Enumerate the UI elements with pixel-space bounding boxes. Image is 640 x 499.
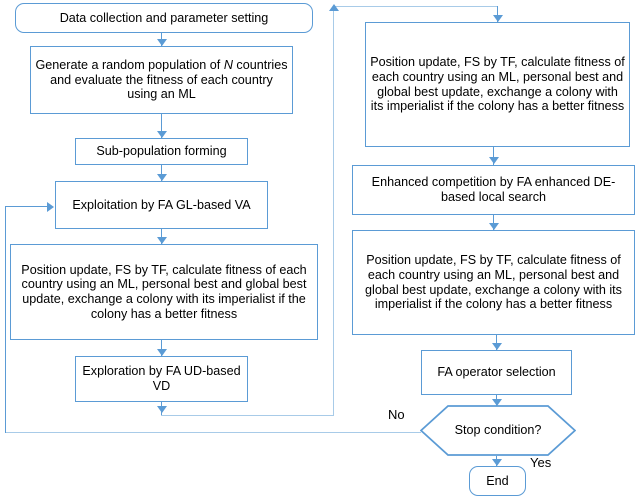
arrow-position-right-top-to-enhanced: [489, 157, 499, 164]
connector-inner-loop-riser: [333, 6, 335, 416]
connector-top-to-right-column: [333, 6, 498, 8]
node-enhanced-competition: Enhanced competition by FA enhanced DE-b…: [352, 165, 635, 215]
node-exploitation-fa-gl-based-va-label: Exploitation by FA GL-based VA: [72, 197, 251, 212]
arrow-enhanced-to-position-right-bottom: [489, 223, 499, 230]
node-end-label: End: [486, 473, 509, 488]
edge-label-no: No: [388, 407, 405, 422]
connector-position-right-top-to-enhanced: [493, 147, 495, 165]
arrow-generate-to-subpop: [157, 131, 167, 138]
connector-inner-loop-bottom: [161, 415, 334, 417]
arrow-exploration-to-loop: [157, 406, 167, 413]
node-data-collection-label: Data collection and parameter setting: [59, 10, 269, 25]
connector-no-branch-riser: [5, 206, 7, 433]
node-position-update-right-top-label: Position update, FS by TF, calculate fit…: [370, 55, 625, 114]
arrow-subpop-to-exploitation: [157, 174, 167, 181]
node-sub-population-forming-label: Sub-population forming: [96, 144, 227, 159]
connector-position-right-bottom-to-fa-operator: [496, 335, 498, 350]
node-generate-population: Generate a random population of N countr…: [30, 46, 293, 114]
node-position-update-left: Position update, FS by TF, calculate fit…: [10, 244, 318, 340]
connector-no-branch-horizontal: [5, 432, 421, 434]
node-position-update-right-bottom: Position update, FS by TF, calculate fit…: [352, 230, 635, 335]
node-end: End: [469, 466, 526, 496]
node-position-update-right-bottom-label: Position update, FS by TF, calculate fit…: [365, 253, 622, 312]
node-exploration-fa-ud-based-vd: Exploration by FA UD-based VD: [75, 356, 248, 402]
stop-condition-shape: [420, 405, 576, 456]
connector-generate-to-subpop: [161, 114, 163, 138]
edge-label-yes: Yes: [530, 455, 552, 470]
node-generate-population-label: Generate a random population of N countr…: [35, 58, 288, 102]
node-fa-operator-selection-label: FA operator selection: [437, 365, 556, 380]
connector-position-left-to-exploration: [161, 340, 163, 356]
arrow-fa-operator-to-stop: [492, 399, 502, 406]
node-position-update-left-label: Position update, FS by TF, calculate fit…: [21, 262, 307, 321]
connector-exploitation-to-position-left: [161, 229, 163, 244]
connector-subpop-to-exploitation: [161, 165, 163, 181]
node-data-collection: Data collection and parameter setting: [15, 3, 313, 33]
connector-no-branch-into-exploitation: [5, 206, 49, 208]
arrow-top-drop-to-position-right: [493, 15, 503, 22]
node-stop-condition-label: Stop condition?: [454, 423, 542, 438]
node-exploration-fa-ud-based-vd-label: Exploration by FA UD-based VD: [82, 364, 241, 393]
arrow-no-branch-into-exploitation: [47, 202, 54, 212]
arrow-data-to-generate: [157, 39, 167, 46]
node-stop-condition: Stop condition?: [420, 405, 576, 456]
arrow-position-left-to-exploration: [157, 349, 167, 356]
arrow-inner-loop-up: [329, 4, 339, 11]
arrow-exploitation-to-position-left: [157, 237, 167, 244]
node-enhanced-competition-label: Enhanced competition by FA enhanced DE-b…: [371, 175, 616, 204]
connector-enhanced-to-position-right-bottom: [493, 215, 495, 230]
node-sub-population-forming: Sub-population forming: [75, 138, 248, 165]
connector-top-drop-to-position-right: [497, 6, 499, 22]
node-exploitation-fa-gl-based-va: Exploitation by FA GL-based VA: [55, 181, 268, 229]
node-position-update-right-top: Position update, FS by TF, calculate fit…: [365, 22, 630, 147]
node-fa-operator-selection: FA operator selection: [421, 350, 572, 395]
arrow-position-right-bottom-to-fa-operator: [492, 343, 502, 350]
arrow-stop-to-end: [492, 459, 502, 466]
